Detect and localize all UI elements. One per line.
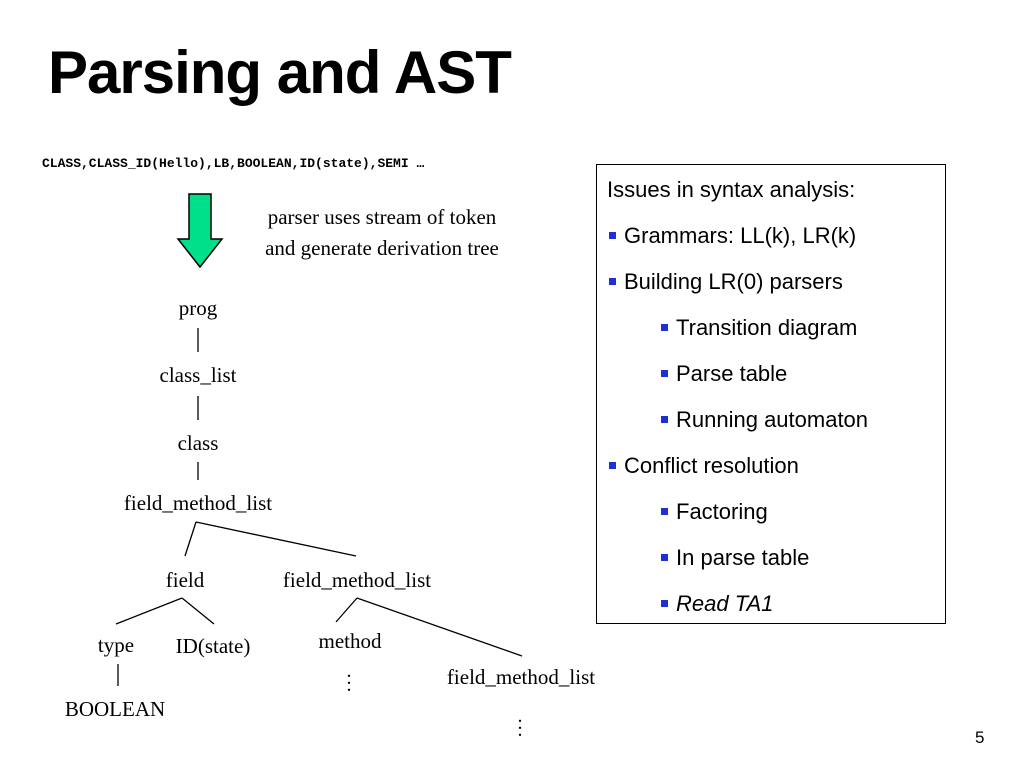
tree-node-field-method-list-3: field_method_list — [446, 665, 596, 689]
edge-fml2-fml3 — [356, 597, 523, 657]
tree-node-field: field — [165, 568, 205, 592]
tree-node-type: type — [97, 633, 135, 657]
panel-bullet-text: Grammars: LL(k), LR(k) — [624, 223, 857, 248]
square-bullet-icon — [609, 231, 616, 239]
square-bullet-icon — [609, 461, 616, 469]
square-bullet-icon — [661, 599, 668, 607]
panel-bullet-item: Conflict resolution — [609, 453, 799, 479]
square-bullet-icon — [661, 369, 668, 377]
panel-bullet-item: In parse table — [661, 545, 809, 571]
panel-bullet-text: Building LR(0) parsers — [624, 269, 843, 294]
panel-heading: Issues in syntax analysis: — [607, 177, 856, 202]
square-bullet-icon — [661, 553, 668, 561]
ellipsis-under-method: ... — [346, 660, 352, 696]
arrow-shape — [176, 193, 224, 269]
syntax-issues-panel: Issues in syntax analysis: Grammars: LL(… — [596, 164, 946, 624]
token-stream: CLASS,CLASS_ID(Hello),LB,BOOLEAN,ID(stat… — [42, 156, 425, 171]
panel-bullet-text: Conflict resolution — [624, 453, 799, 478]
panel-bullet-text: Factoring — [676, 499, 768, 524]
tree-node-class: class — [177, 431, 219, 455]
panel-bullet-item: Transition diagram — [661, 315, 857, 341]
panel-bullet-item: Factoring — [661, 499, 768, 525]
panel-bullet-item: Running automaton — [661, 407, 868, 433]
panel-bullet-text: Transition diagram — [676, 315, 858, 340]
parser-caption: parser uses stream of token and generate… — [226, 202, 538, 264]
panel-bullet-text: Parse table — [676, 361, 788, 386]
edge-field-id — [181, 597, 215, 625]
tree-node-class-list: class_list — [159, 363, 237, 387]
panel-bullet-item: Read TA1 — [661, 591, 773, 617]
edge-fml2-method — [335, 597, 358, 623]
edge-fml-field — [184, 521, 197, 557]
tree-node-prog: prog — [178, 296, 218, 320]
caption-line-1: parser uses stream of token — [267, 205, 497, 229]
panel-bullet-text: Read TA1 — [676, 591, 774, 616]
square-bullet-icon — [661, 415, 668, 423]
panel-bullet-item: Grammars: LL(k), LR(k) — [609, 223, 856, 249]
down-arrow-icon — [176, 193, 224, 269]
panel-bullet-text: In parse table — [676, 545, 810, 570]
square-bullet-icon — [609, 277, 616, 285]
tree-node-id-state: ID(state) — [175, 634, 251, 658]
derivation-tree-edges — [115, 328, 523, 686]
tree-node-field-method-list-2: field_method_list — [282, 568, 432, 592]
tree-node-method: method — [318, 629, 382, 653]
square-bullet-icon — [661, 507, 668, 515]
page-number: 5 — [975, 728, 985, 747]
edge-fml-fml2 — [195, 521, 357, 557]
ellipsis-under-fml: ... — [517, 705, 523, 741]
panel-bullet-text: Running automaton — [676, 407, 869, 432]
tree-node-boolean: BOOLEAN — [64, 697, 166, 721]
tree-node-field-method-list: field_method_list — [123, 491, 273, 515]
edge-field-type — [115, 597, 183, 625]
panel-bullet-item: Building LR(0) parsers — [609, 269, 843, 295]
square-bullet-icon — [661, 323, 668, 331]
caption-line-2: and generate derivation tree — [265, 236, 499, 260]
slide-title: Parsing and AST — [48, 39, 512, 106]
panel-bullet-item: Parse table — [661, 361, 787, 387]
